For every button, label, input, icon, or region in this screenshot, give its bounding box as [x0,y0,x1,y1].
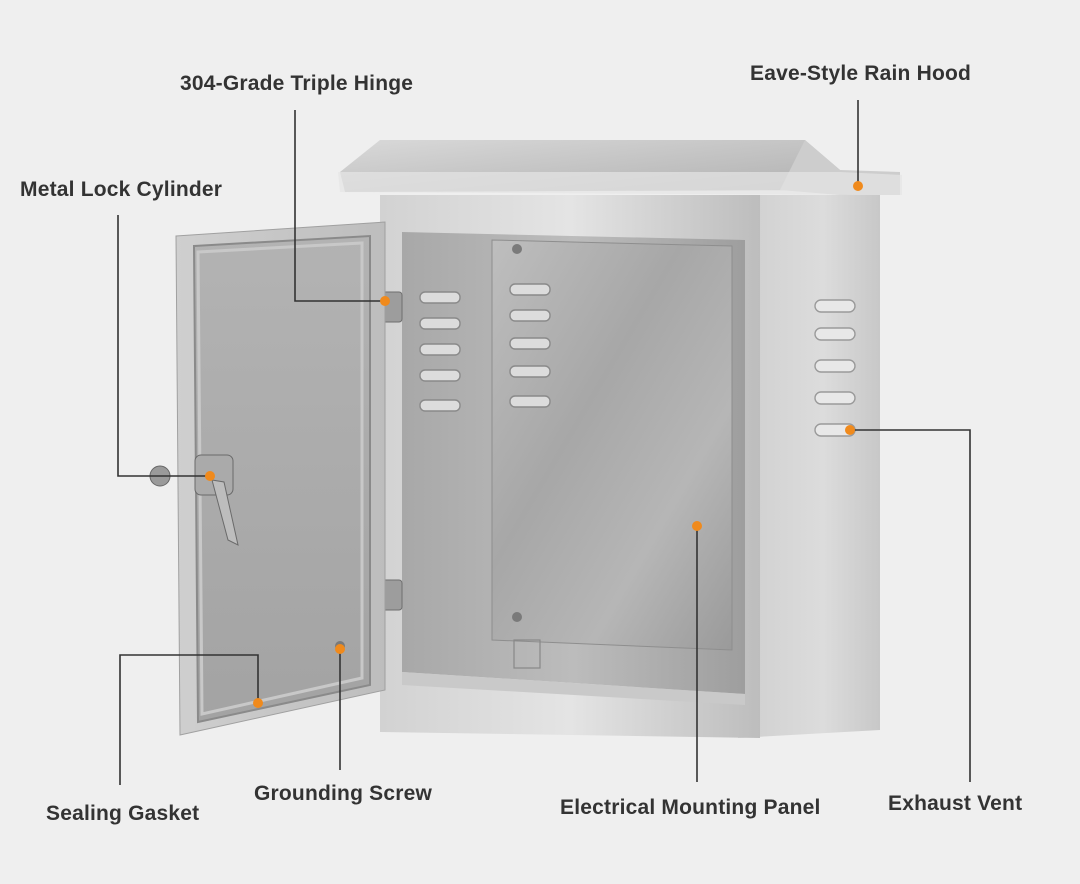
callout-label-gasket: Sealing Gasket [46,802,200,825]
mounting-screw-icon [512,612,522,622]
marker-dot-gasket [253,698,263,708]
callout-label-lock: Metal Lock Cylinder [20,178,223,201]
marker-dot-grounding [335,644,345,654]
callout-label-mounting-panel: Electrical Mounting Panel [560,796,821,819]
marker-dot-mounting-panel [692,521,702,531]
leader-line-lock [117,215,210,477]
marker-dot-vent [845,425,855,435]
leader-line-hinge [294,110,385,302]
ground-bar [513,639,541,669]
interior-ledge [402,672,745,705]
callout-label-vent: Exhaust Vent [888,792,1023,815]
leader-line-vent [850,429,971,782]
rain-hood-edge [338,172,902,195]
callout-label-grounding: Grounding Screw [254,782,433,805]
leader-line-gasket [119,654,259,785]
callout-markers [205,181,863,708]
marker-dot-lock [205,471,215,481]
callout-label-hinge: 304-Grade Triple Hinge [180,72,414,95]
marker-dot-rain-hood [853,181,863,191]
lock-handle-icon [149,454,239,546]
leader-lines [117,100,971,785]
marker-dot-hinge [380,296,390,306]
inner-louvers [419,283,551,412]
door-inner-panel [192,234,371,724]
door-gasket [196,241,364,716]
callout-label-rain-hood: Eave-Style Rain Hood [750,62,972,85]
mounting-screw-icon [512,244,522,254]
side-vents [814,299,856,437]
mounting-panel [491,239,733,651]
